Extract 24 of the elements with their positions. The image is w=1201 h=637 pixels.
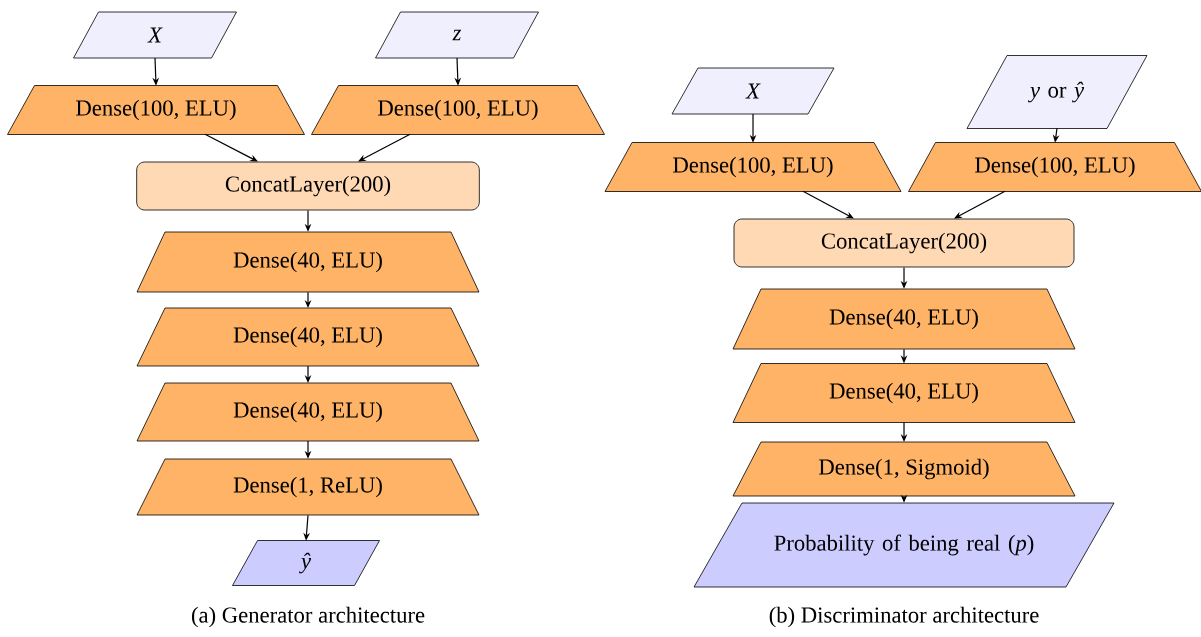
layer-trapezoid: Dense(100, ELU): [908, 142, 1201, 192]
concat-box: ConcatLayer(200): [733, 218, 1075, 268]
layer-trapezoid: Dense(40, ELU): [136, 307, 480, 367]
layer-trapezoid: Dense(40, ELU): [732, 363, 1076, 423]
layer-trapezoid: Dense(40, ELU): [732, 288, 1076, 350]
arrow: [954, 190, 1006, 219]
layer-trapezoid: Dense(100, ELU): [7, 85, 305, 135]
concat-box: ConcatLayer(200): [136, 161, 480, 211]
output-parallelogram: ŷ: [232, 540, 380, 586]
layer-trapezoid: Dense(1, Sigmoid): [732, 441, 1076, 497]
caption: (a) Generator architecture: [192, 606, 425, 628]
layer-trapezoid: Dense(100, ELU): [311, 85, 605, 135]
arrow: [358, 133, 411, 162]
layer-trapezoid: Dense(40, ELU): [136, 231, 480, 293]
output-parallelogram: Probability of being real (p): [693, 502, 1115, 588]
arrow: [204, 133, 258, 162]
arrow: [802, 190, 854, 219]
input-parallelogram: X: [73, 11, 237, 59]
layer-trapezoid: Dense(1, ReLU): [136, 458, 480, 516]
input-parallelogram: y or ŷ: [966, 55, 1148, 129]
input-parallelogram: z: [375, 11, 539, 59]
layer-trapezoid: Dense(100, ELU): [604, 142, 902, 192]
layer-trapezoid: Dense(40, ELU): [136, 382, 480, 442]
input-parallelogram: X: [671, 67, 835, 115]
